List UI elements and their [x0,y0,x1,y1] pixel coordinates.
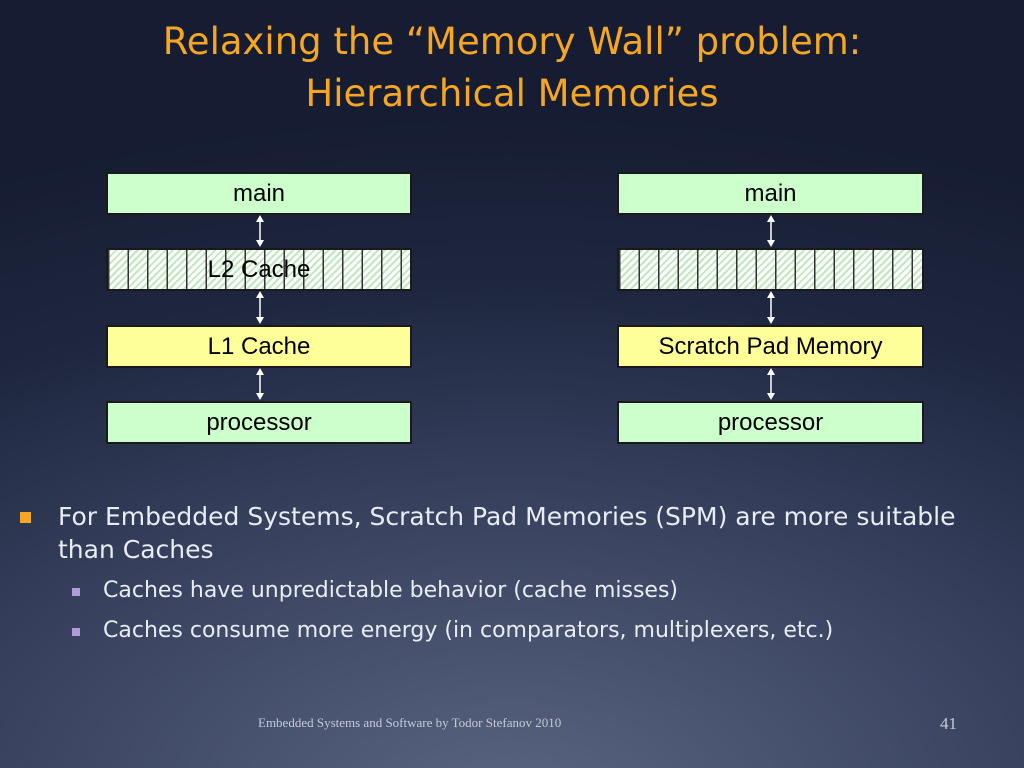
sub-bullet-marker-square [72,628,80,636]
left-arrow-l1-processor [256,368,264,400]
slide-title-line1: Relaxing the “Memory Wall” problem: [162,20,862,63]
right-arrow-hatch-spm [767,291,775,324]
scratch-pad-memory-box: Scratch Pad Memory [617,325,924,368]
bullet-main-text: For Embedded Systems, Scratch Pad Memori… [58,502,956,564]
l2-cache-box: L2 Cache [106,248,412,291]
left-main-memory-box: main [106,172,412,215]
footer-text: Embedded Systems and Software by Todor S… [258,715,562,730]
slide-title-line2: Hierarchical Memories [305,72,719,115]
right-arrow-main-hatch [767,215,775,247]
l2-cache-label: L2 Cache [207,255,311,283]
right-processor-box: processor [617,401,924,444]
slide-title: Relaxing the “Memory Wall” problem: Hier… [0,16,1024,120]
sub-bullet-text-2: Caches consume more energy (in comparato… [103,618,834,643]
left-arrow-l2-l1 [256,291,264,324]
right-hatched-memory-box [617,248,924,291]
page-number: 41 [940,714,957,733]
right-main-memory-box: main [617,172,924,215]
l1-cache-box: L1 Cache [106,325,412,368]
left-processor-box: processor [106,401,412,444]
left-arrow-main-l2 [256,215,264,247]
right-arrow-spm-processor [767,368,775,400]
bullet-marker-square [20,512,31,523]
sub-bullet-text-1: Caches have unpredictable behavior (cach… [103,578,679,603]
sub-bullet-marker-square [72,588,80,596]
